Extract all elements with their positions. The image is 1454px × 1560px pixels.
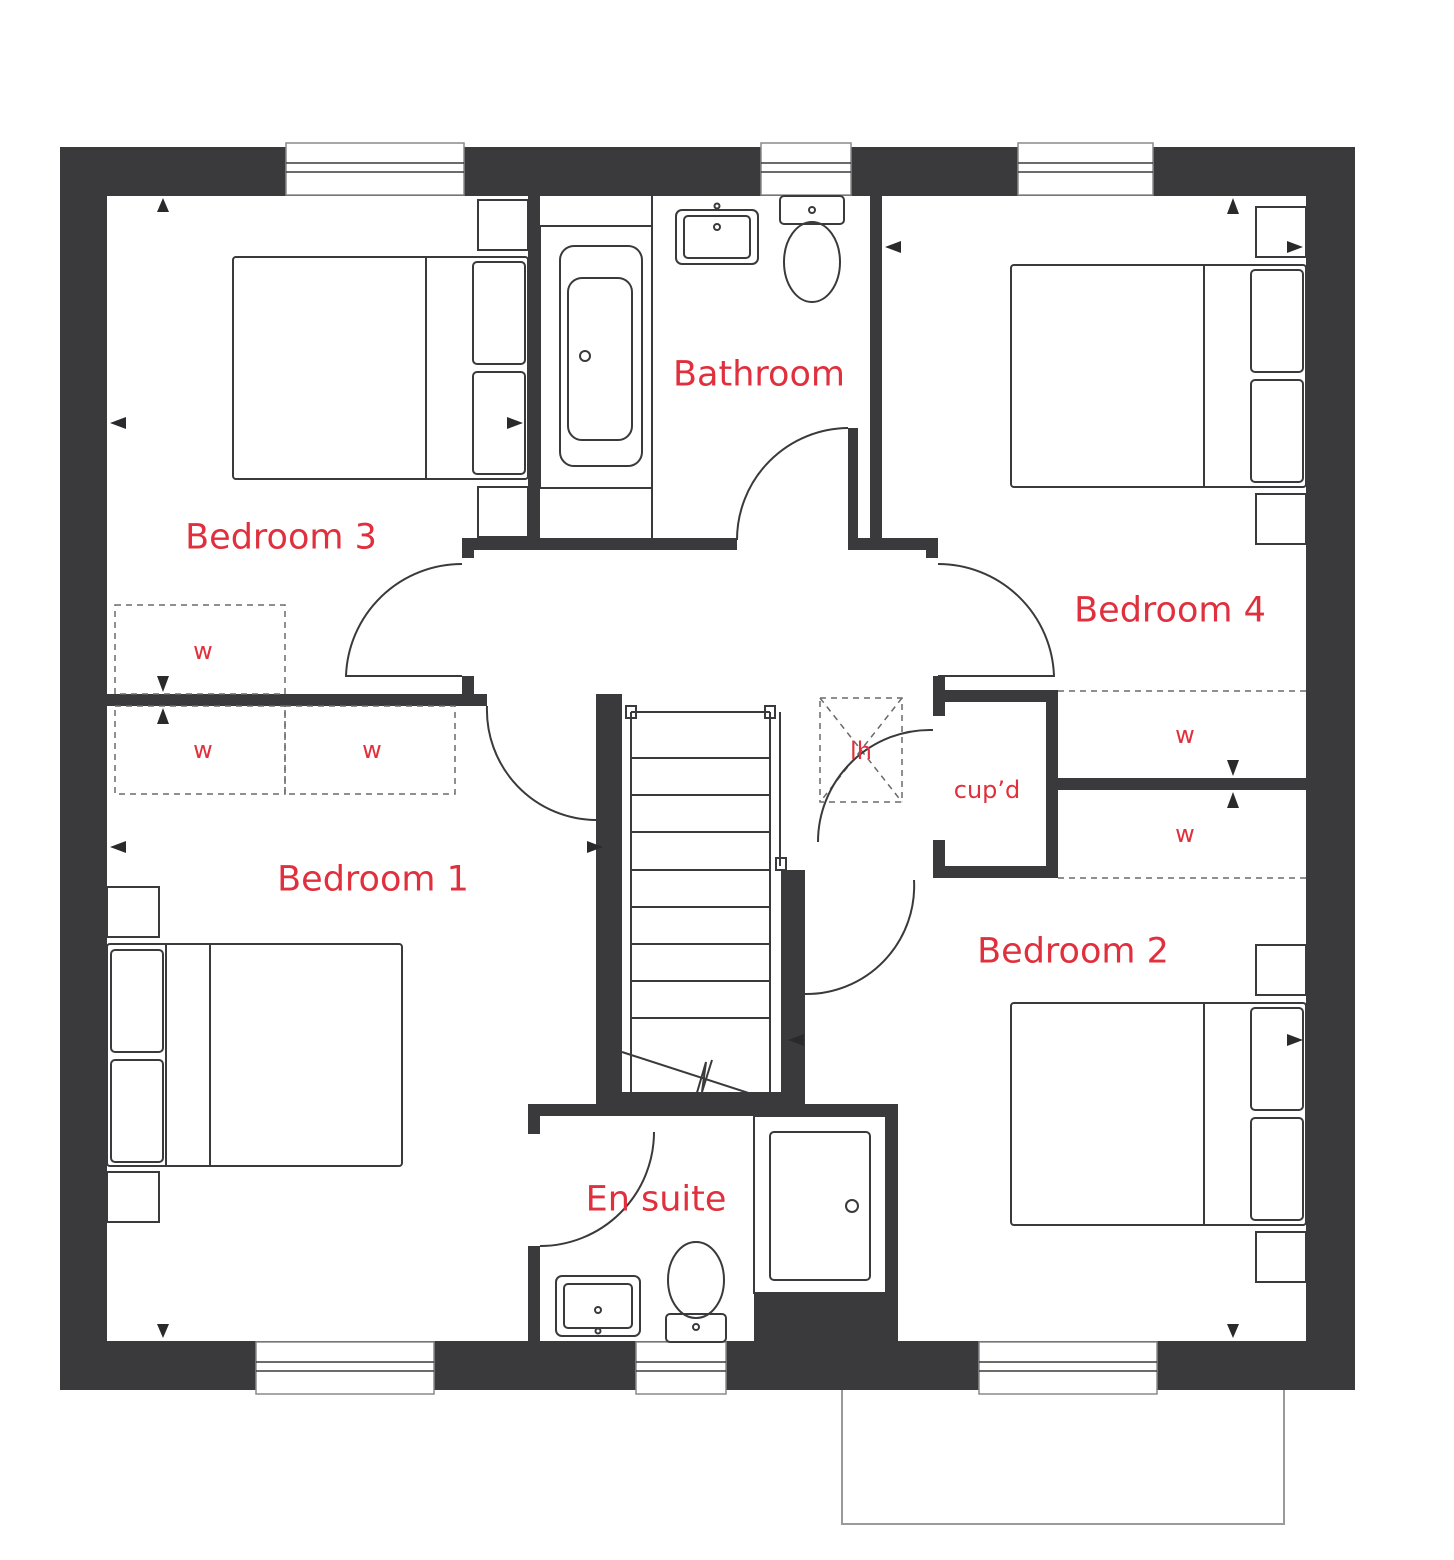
dimension-arrow-icon	[788, 1034, 804, 1046]
dimension-arrows	[110, 198, 1303, 1338]
dimension-arrow-icon	[157, 1324, 169, 1338]
wardrobe-label: w	[193, 736, 213, 764]
basin-icon	[675, 202, 759, 265]
dimension-arrow-icon	[1227, 760, 1239, 776]
dimension-arrow-icon	[1227, 198, 1239, 214]
basin-icon	[555, 1275, 641, 1337]
linen-cupboard-label: lh	[850, 737, 872, 765]
windows	[255, 142, 1158, 1395]
dimension-arrow-icon	[157, 198, 169, 212]
dimension-arrow-icon	[110, 417, 126, 429]
room-label-bedroom-2: Bedroom 2	[977, 931, 1169, 972]
room-label-bedroom-3: Bedroom 3	[185, 517, 377, 558]
dimension-arrow-icon	[1227, 1324, 1239, 1338]
room-label-bedroom-4: Bedroom 4	[1074, 590, 1266, 631]
door-swing-icon	[937, 563, 1056, 677]
wardrobe-label: w	[1175, 721, 1195, 749]
room-label-en-suite: En suite	[585, 1179, 727, 1220]
doors	[344, 427, 1056, 1247]
dimension-arrow-icon	[1227, 792, 1239, 808]
dimension-arrow-icon	[157, 708, 169, 724]
door-swing-icon	[539, 1131, 655, 1247]
porch-outline	[841, 1390, 1285, 1525]
toilet-icon	[779, 195, 845, 303]
wardrobe-label: w	[193, 637, 213, 665]
window-icon	[760, 142, 852, 196]
dimension-arrow-icon	[885, 241, 901, 253]
wardrobe-label: w	[362, 736, 382, 764]
stairs-icon	[621, 705, 787, 1101]
room-label-bedroom-1: Bedroom 1	[277, 859, 469, 900]
bed-icon	[232, 199, 529, 538]
bed-icon	[106, 886, 403, 1223]
toilet-icon	[665, 1241, 727, 1343]
room-label-cupboard: cup’d	[953, 776, 1021, 804]
internal-walls	[107, 196, 1306, 1346]
dimension-arrow-icon	[507, 417, 523, 429]
window-icon	[635, 1341, 727, 1395]
door-swing-icon	[817, 728, 934, 843]
window-icon	[255, 1341, 435, 1395]
dimension-arrow-icon	[157, 676, 169, 692]
dimension-arrow-icon	[1287, 241, 1303, 253]
door-swing-icon	[804, 879, 916, 996]
bed-icon	[1010, 206, 1307, 545]
window-icon	[978, 1341, 1158, 1395]
room-label-bathroom: Bathroom	[673, 354, 845, 395]
door-swing-icon	[344, 563, 463, 677]
bed-icon	[1010, 944, 1307, 1283]
dimension-arrow-icon	[587, 841, 603, 853]
door-swing-icon	[485, 705, 597, 821]
bath-icon	[539, 196, 653, 538]
wardrobe-label: w	[1175, 820, 1195, 848]
dimension-arrow-icon	[1287, 1034, 1303, 1046]
wardrobes	[114, 604, 1306, 879]
door-swing-icon	[736, 427, 849, 541]
window-icon	[285, 142, 465, 196]
dimension-arrow-icon	[110, 841, 126, 853]
shower-icon	[753, 1115, 887, 1294]
window-icon	[1017, 142, 1154, 196]
